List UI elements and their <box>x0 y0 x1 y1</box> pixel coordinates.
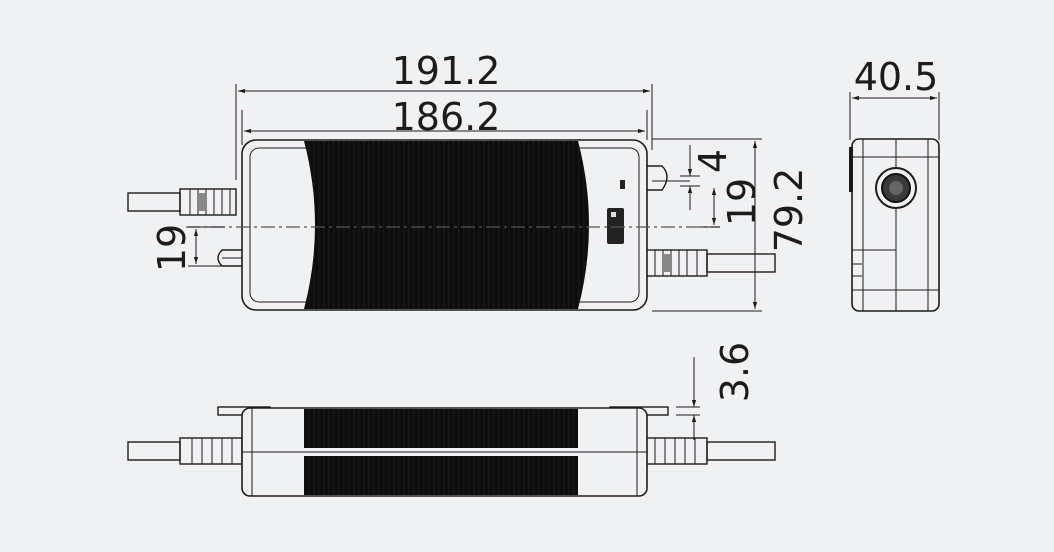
heatsink-fins-lower <box>304 456 578 495</box>
dim-label-tab-offset-right: 19 <box>720 178 764 226</box>
led-indicator <box>620 180 625 189</box>
dim-body-length: 186.2 <box>241 95 648 145</box>
dim-overall-width: 79.2 <box>652 138 811 312</box>
dim-tab-offset-left: 19 <box>150 224 225 272</box>
dim-overall-length: 191.2 <box>235 49 653 180</box>
dim-label-tab-offset-left: 19 <box>150 224 194 272</box>
dim-thickness: 40.5 <box>849 55 940 140</box>
dim-tab-thickness: 3.6 <box>676 342 757 440</box>
end-view: 40.5 <box>849 55 940 312</box>
dim-label-tab-thickness: 3.6 <box>713 342 757 402</box>
heatsink-fins <box>304 141 589 309</box>
dim-label-body-length: 186.2 <box>392 95 501 139</box>
dim-label-overall-width: 79.2 <box>767 168 811 253</box>
side-view: 3.6 <box>127 342 776 497</box>
dim-label-thickness: 40.5 <box>854 55 939 99</box>
left-cable <box>127 188 237 216</box>
dim-tab-offset-right: 19 <box>700 178 764 228</box>
heatsink-fins-upper <box>304 409 578 448</box>
top-view: 191.2 186.2 <box>127 49 811 312</box>
dim-label-overall-length: 191.2 <box>392 49 501 93</box>
dim-tab-height: 4 <box>680 145 735 210</box>
dim-label-tab-height: 4 <box>691 149 735 173</box>
right-cable <box>644 249 776 277</box>
